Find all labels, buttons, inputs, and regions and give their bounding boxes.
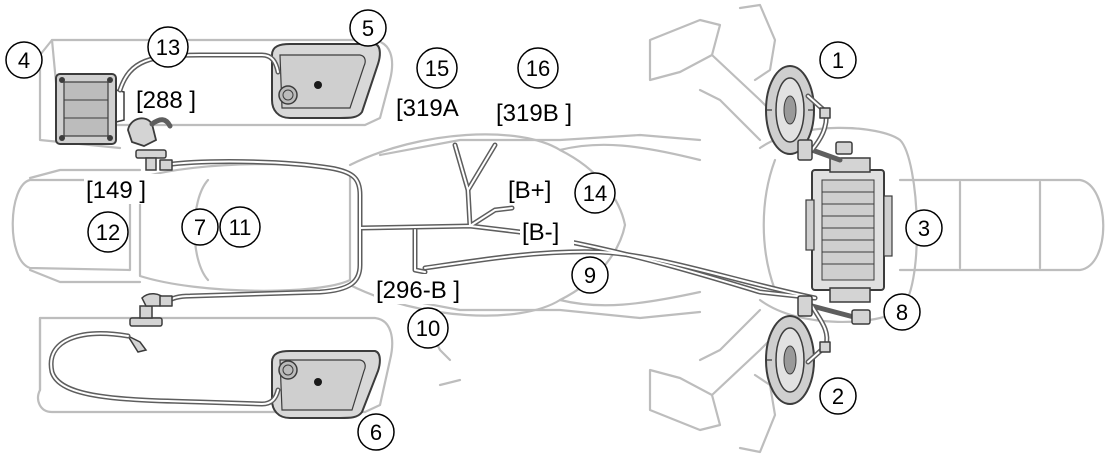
callout-1-label: 1 [832,48,844,73]
callout-9: 9 [571,256,609,294]
lower-saddlebag-lid-speaker [271,350,381,419]
callout-14-label: 14 [583,181,607,206]
callout-10-label: 10 [416,316,440,341]
connector-labels: [288 ] [319A [319B ] [149 ] [B+] [B-] [2… [84,84,606,304]
callout-1: 1 [819,41,857,79]
connector-label-149: [149 ] [86,177,146,204]
wiring-harness [48,52,871,407]
callout-10: 10 [407,307,449,349]
callout-3-label: 3 [918,216,930,241]
callout-16: 16 [517,47,559,89]
callout-2: 2 [819,377,857,415]
upper-fairing-speaker [765,65,815,155]
callout-7: 7 [181,208,219,246]
connector-label-319a: [319A [396,95,459,122]
callout-9-label: 9 [584,263,596,288]
callout-7-label: 7 [194,215,206,240]
callout-14: 14 [574,172,616,214]
callout-6: 6 [357,413,395,451]
callout-2-label: 2 [832,384,844,409]
callout-6-label: 6 [370,420,382,445]
callout-15-label: 15 [425,56,449,81]
callout-8-label: 8 [896,300,908,325]
callout-15: 15 [416,47,458,89]
callout-12-label: 12 [96,220,120,245]
callout-4-label: 4 [18,48,30,73]
callout-3: 3 [905,209,943,247]
upper-saddlebag-lid-speaker [271,43,381,119]
callout-5-label: 5 [362,16,374,41]
connector-label-b-minus: [B-] [522,219,559,246]
callout-12: 12 [87,211,129,253]
front-amplifier-radio [805,157,893,303]
rear-lower-connector [125,293,166,353]
callout-11-label: 11 [229,215,252,240]
connector-label-296-b: [296-B ] [376,277,460,304]
connector-label-319b: [319B ] [496,100,572,127]
callout-4: 4 [5,41,43,79]
rear-amplifier-module [55,73,125,145]
rear-upper-connector [127,117,167,171]
callout-5: 5 [349,9,387,47]
connector-label-b-plus: [B+] [508,177,551,204]
callout-11: 11 [219,206,261,248]
callout-16-label: 16 [526,56,550,81]
callout-13-label: 13 [156,35,180,60]
callout-13: 13 [147,26,189,68]
callout-8: 8 [883,293,921,331]
connector-label-288: [288 ] [136,87,196,114]
